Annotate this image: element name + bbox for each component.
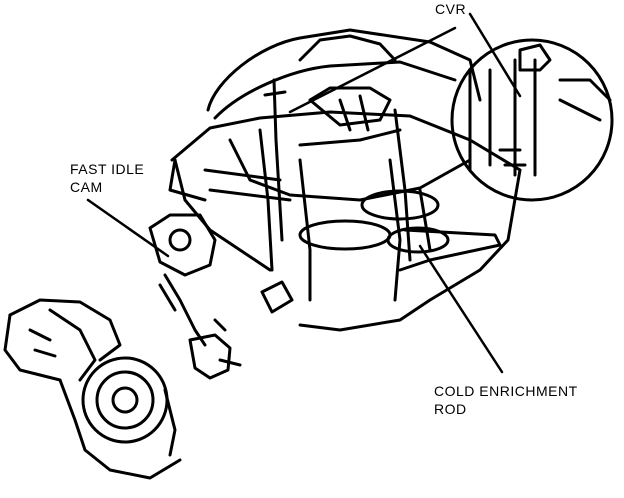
cvr-label-text: CVR xyxy=(435,1,467,17)
small-cylinder xyxy=(260,280,294,314)
choke-housing xyxy=(3,298,182,480)
cvr-leader xyxy=(468,12,522,98)
linkage xyxy=(168,78,502,272)
cvr-label: CVR xyxy=(435,0,466,18)
cold-enrichment-rod-line-1: COLD ENRICHMENT xyxy=(434,383,578,399)
throttle-bores xyxy=(298,189,450,254)
fast-idle-cam-line-1: FAST IDLE xyxy=(70,161,145,177)
cvr-detail-inset xyxy=(450,38,614,202)
cvr-inset-link xyxy=(288,26,457,114)
cold-enrichment-rod-leader xyxy=(418,244,504,374)
fast-idle-cam-leader xyxy=(86,198,170,258)
cold-enrichment-rod-line-2: ROD xyxy=(434,401,467,417)
fast-idle-cam-assembly xyxy=(148,213,242,380)
leader-lines xyxy=(86,12,522,374)
fast-idle-cam-label: FAST IDLE CAM xyxy=(70,160,144,196)
cold-enrichment-rod-label: COLD ENRICHMENT ROD xyxy=(434,382,578,418)
carburetor-body xyxy=(170,28,522,332)
fast-idle-cam-line-2: CAM xyxy=(70,179,103,195)
